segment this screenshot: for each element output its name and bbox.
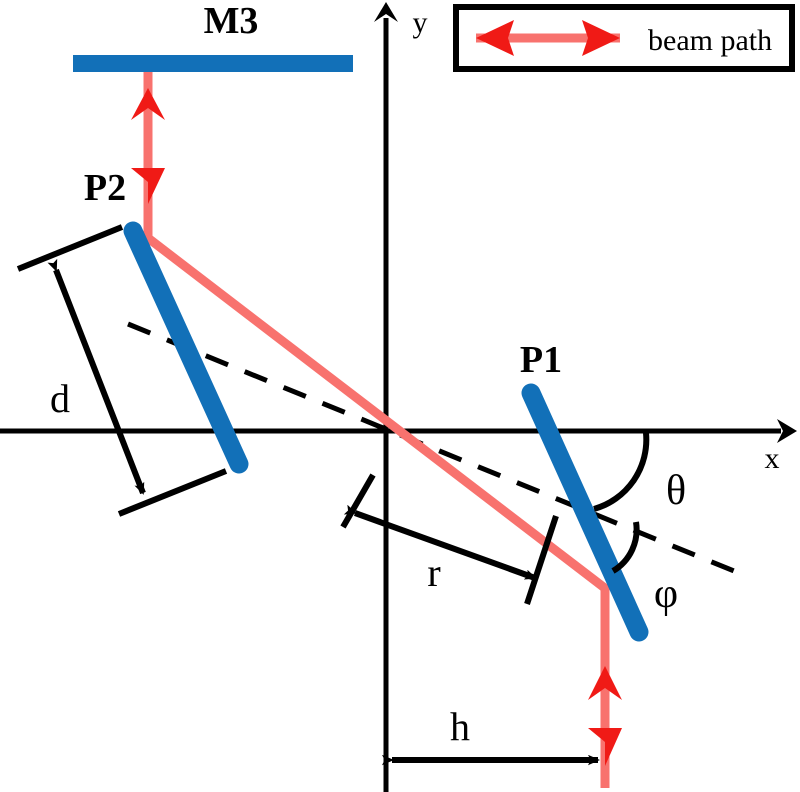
dimension-r-arrow — [343, 504, 537, 581]
dimension-r-tick-right — [524, 515, 559, 605]
dimension-r-group: r — [340, 473, 559, 605]
beam-arrow-down-input — [588, 728, 622, 766]
mirror-p2 — [123, 221, 249, 474]
mirrors-group — [73, 55, 649, 642]
beam-arrow-down-p2 — [131, 168, 165, 204]
dimension-h-label: h — [450, 704, 470, 749]
dimension-r-label: r — [427, 550, 440, 595]
dimension-d-group: d — [16, 224, 228, 517]
beam-arrow-up-m3 — [131, 88, 165, 120]
angle-phi-arc — [611, 521, 640, 574]
y-axis-label: y — [413, 6, 428, 39]
angle-phi-group: φ — [611, 521, 678, 617]
label-m3: M3 — [204, 0, 259, 42]
angle-phi-label: φ — [654, 571, 678, 617]
legend-box[interactable]: beam path — [453, 4, 795, 72]
dimension-d-tick-top — [16, 224, 124, 272]
dimension-h-group: h — [382, 704, 600, 766]
legend-arrow-right — [582, 20, 620, 56]
dimension-d-label: d — [50, 376, 70, 421]
legend-label: beam path — [648, 24, 772, 57]
x-axis-arrowhead — [777, 419, 797, 443]
beam-arrow-up-p1 — [588, 666, 622, 700]
dimension-d-arrow — [47, 258, 146, 495]
label-p2: P2 — [84, 167, 126, 209]
angle-theta-group: θ — [593, 432, 686, 514]
y-axis-arrowhead — [374, 2, 398, 22]
legend-arrow-left — [476, 20, 514, 56]
label-p1: P1 — [520, 339, 562, 381]
angle-theta-arc — [593, 432, 650, 512]
angle-theta-label: θ — [666, 468, 686, 514]
mirror-m3 — [73, 55, 353, 72]
dimension-d-tick-bottom — [117, 468, 228, 517]
mirror-p1 — [521, 383, 649, 642]
x-axis-label: x — [765, 442, 780, 475]
